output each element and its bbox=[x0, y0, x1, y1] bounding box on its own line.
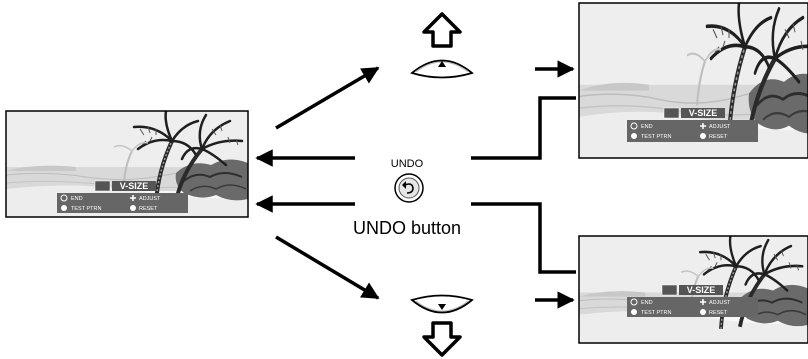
osd-reset-label: RESET bbox=[139, 206, 158, 212]
osd-test-pattern-label: TEST PTRN bbox=[641, 134, 671, 140]
screen-top-right: V-SIZE END ADJUST TEST PTRN RESET bbox=[578, 2, 808, 159]
screen-bottom-right: V-SIZE END ADJUST TEST PTRN RESET bbox=[578, 235, 808, 344]
osd-title: V-SIZE bbox=[687, 285, 716, 295]
connector-bottom-screen bbox=[471, 202, 576, 274]
down-triangle-icon bbox=[438, 304, 446, 310]
down-arrow-icon bbox=[422, 321, 462, 357]
osd-test-pattern-label: TEST PTRN bbox=[641, 310, 671, 316]
osd-end-label: END bbox=[71, 196, 83, 202]
undo-button-label: UNDO button bbox=[353, 218, 461, 238]
osd-reset-label: RESET bbox=[709, 134, 728, 140]
undo-caption: UNDO bbox=[391, 158, 424, 170]
undo-button[interactable] bbox=[394, 173, 424, 203]
osd-end-label: END bbox=[641, 300, 653, 306]
up-arrow-icon bbox=[422, 12, 462, 48]
osd-panel-bottom-right: V-SIZE END ADJUST TEST PTRN RESET bbox=[627, 284, 758, 317]
osd-test-pattern-label: TEST PTRN bbox=[71, 206, 101, 212]
down-key-button[interactable] bbox=[410, 294, 474, 314]
arrow-to-up-key bbox=[275, 66, 380, 130]
flow-arrows bbox=[255, 60, 575, 309]
osd-panel-top-right: V-SIZE END ADJUST TEST PTRN RESET bbox=[627, 107, 758, 142]
osd-adjust-label: ADJUST bbox=[709, 300, 731, 306]
up-key-button[interactable] bbox=[410, 59, 474, 79]
arrow-to-down-key bbox=[275, 235, 380, 300]
osd-title: V-SIZE bbox=[120, 181, 149, 191]
osd-panel-left: V-SIZE END ADJUST TEST PTRN RESET bbox=[57, 180, 188, 213]
osd-end-label: END bbox=[641, 124, 653, 130]
connector-top-screen bbox=[471, 96, 576, 160]
osd-adjust-label: ADJUST bbox=[709, 124, 731, 130]
osd-title: V-SIZE bbox=[689, 108, 718, 118]
up-triangle-icon bbox=[438, 61, 446, 67]
osd-adjust-label: ADJUST bbox=[139, 196, 161, 202]
screen-left: V-SIZE END ADJUST TEST PTRN RESET bbox=[5, 110, 249, 218]
undo-icon bbox=[402, 181, 414, 194]
osd-reset-label: RESET bbox=[709, 310, 728, 316]
undo-connectors bbox=[471, 96, 576, 274]
